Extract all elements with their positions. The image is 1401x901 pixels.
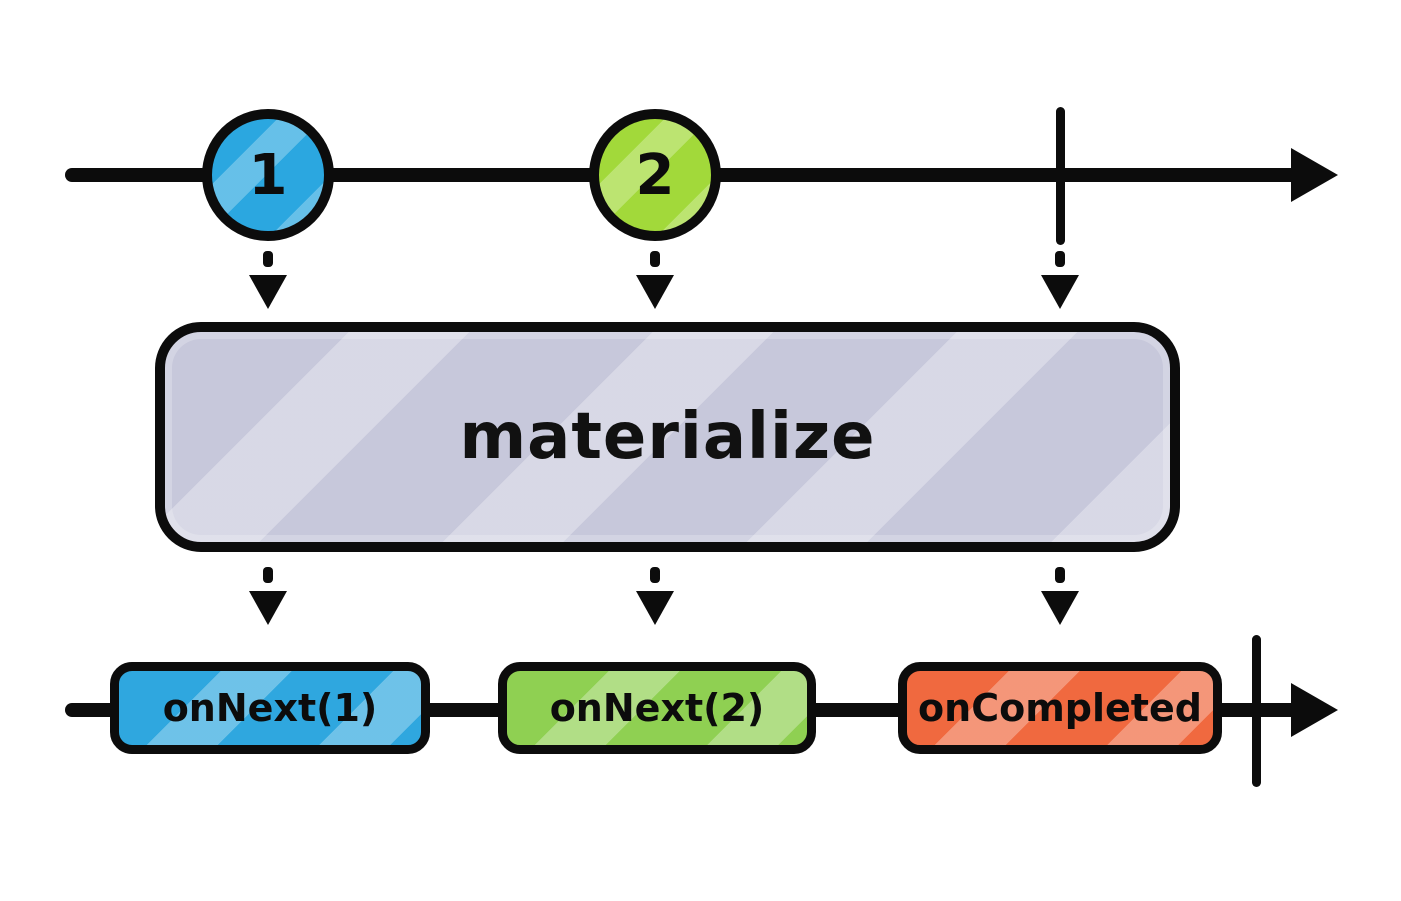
notification-oncompleted: onCompleted (898, 662, 1222, 754)
operator-box: materialize (155, 322, 1180, 552)
notification-onnext-1: onNext(1) (110, 662, 430, 754)
output-complete-marker (1252, 635, 1261, 787)
arrow-down-icon (1038, 567, 1082, 625)
operator-label: materialize (459, 400, 876, 474)
notification-onnext-2-label: onNext(2) (549, 686, 765, 730)
arrow-down-icon (1038, 251, 1082, 309)
notification-oncompleted-label: onCompleted (918, 686, 1202, 730)
source-timeline-arrow-icon (1291, 148, 1338, 202)
output-timeline-arrow-icon (1291, 683, 1338, 737)
source-marble-2: 2 (589, 109, 721, 241)
arrow-down-icon (246, 567, 290, 625)
source-marble-1: 1 (202, 109, 334, 241)
source-marble-2-label: 2 (635, 142, 675, 208)
notification-onnext-1-label: onNext(1) (162, 686, 378, 730)
notification-onnext-2: onNext(2) (498, 662, 816, 754)
arrow-down-icon (633, 251, 677, 309)
arrow-down-icon (246, 251, 290, 309)
arrow-down-icon (633, 567, 677, 625)
source-marble-1-label: 1 (248, 142, 288, 208)
source-complete-marker (1056, 107, 1065, 245)
